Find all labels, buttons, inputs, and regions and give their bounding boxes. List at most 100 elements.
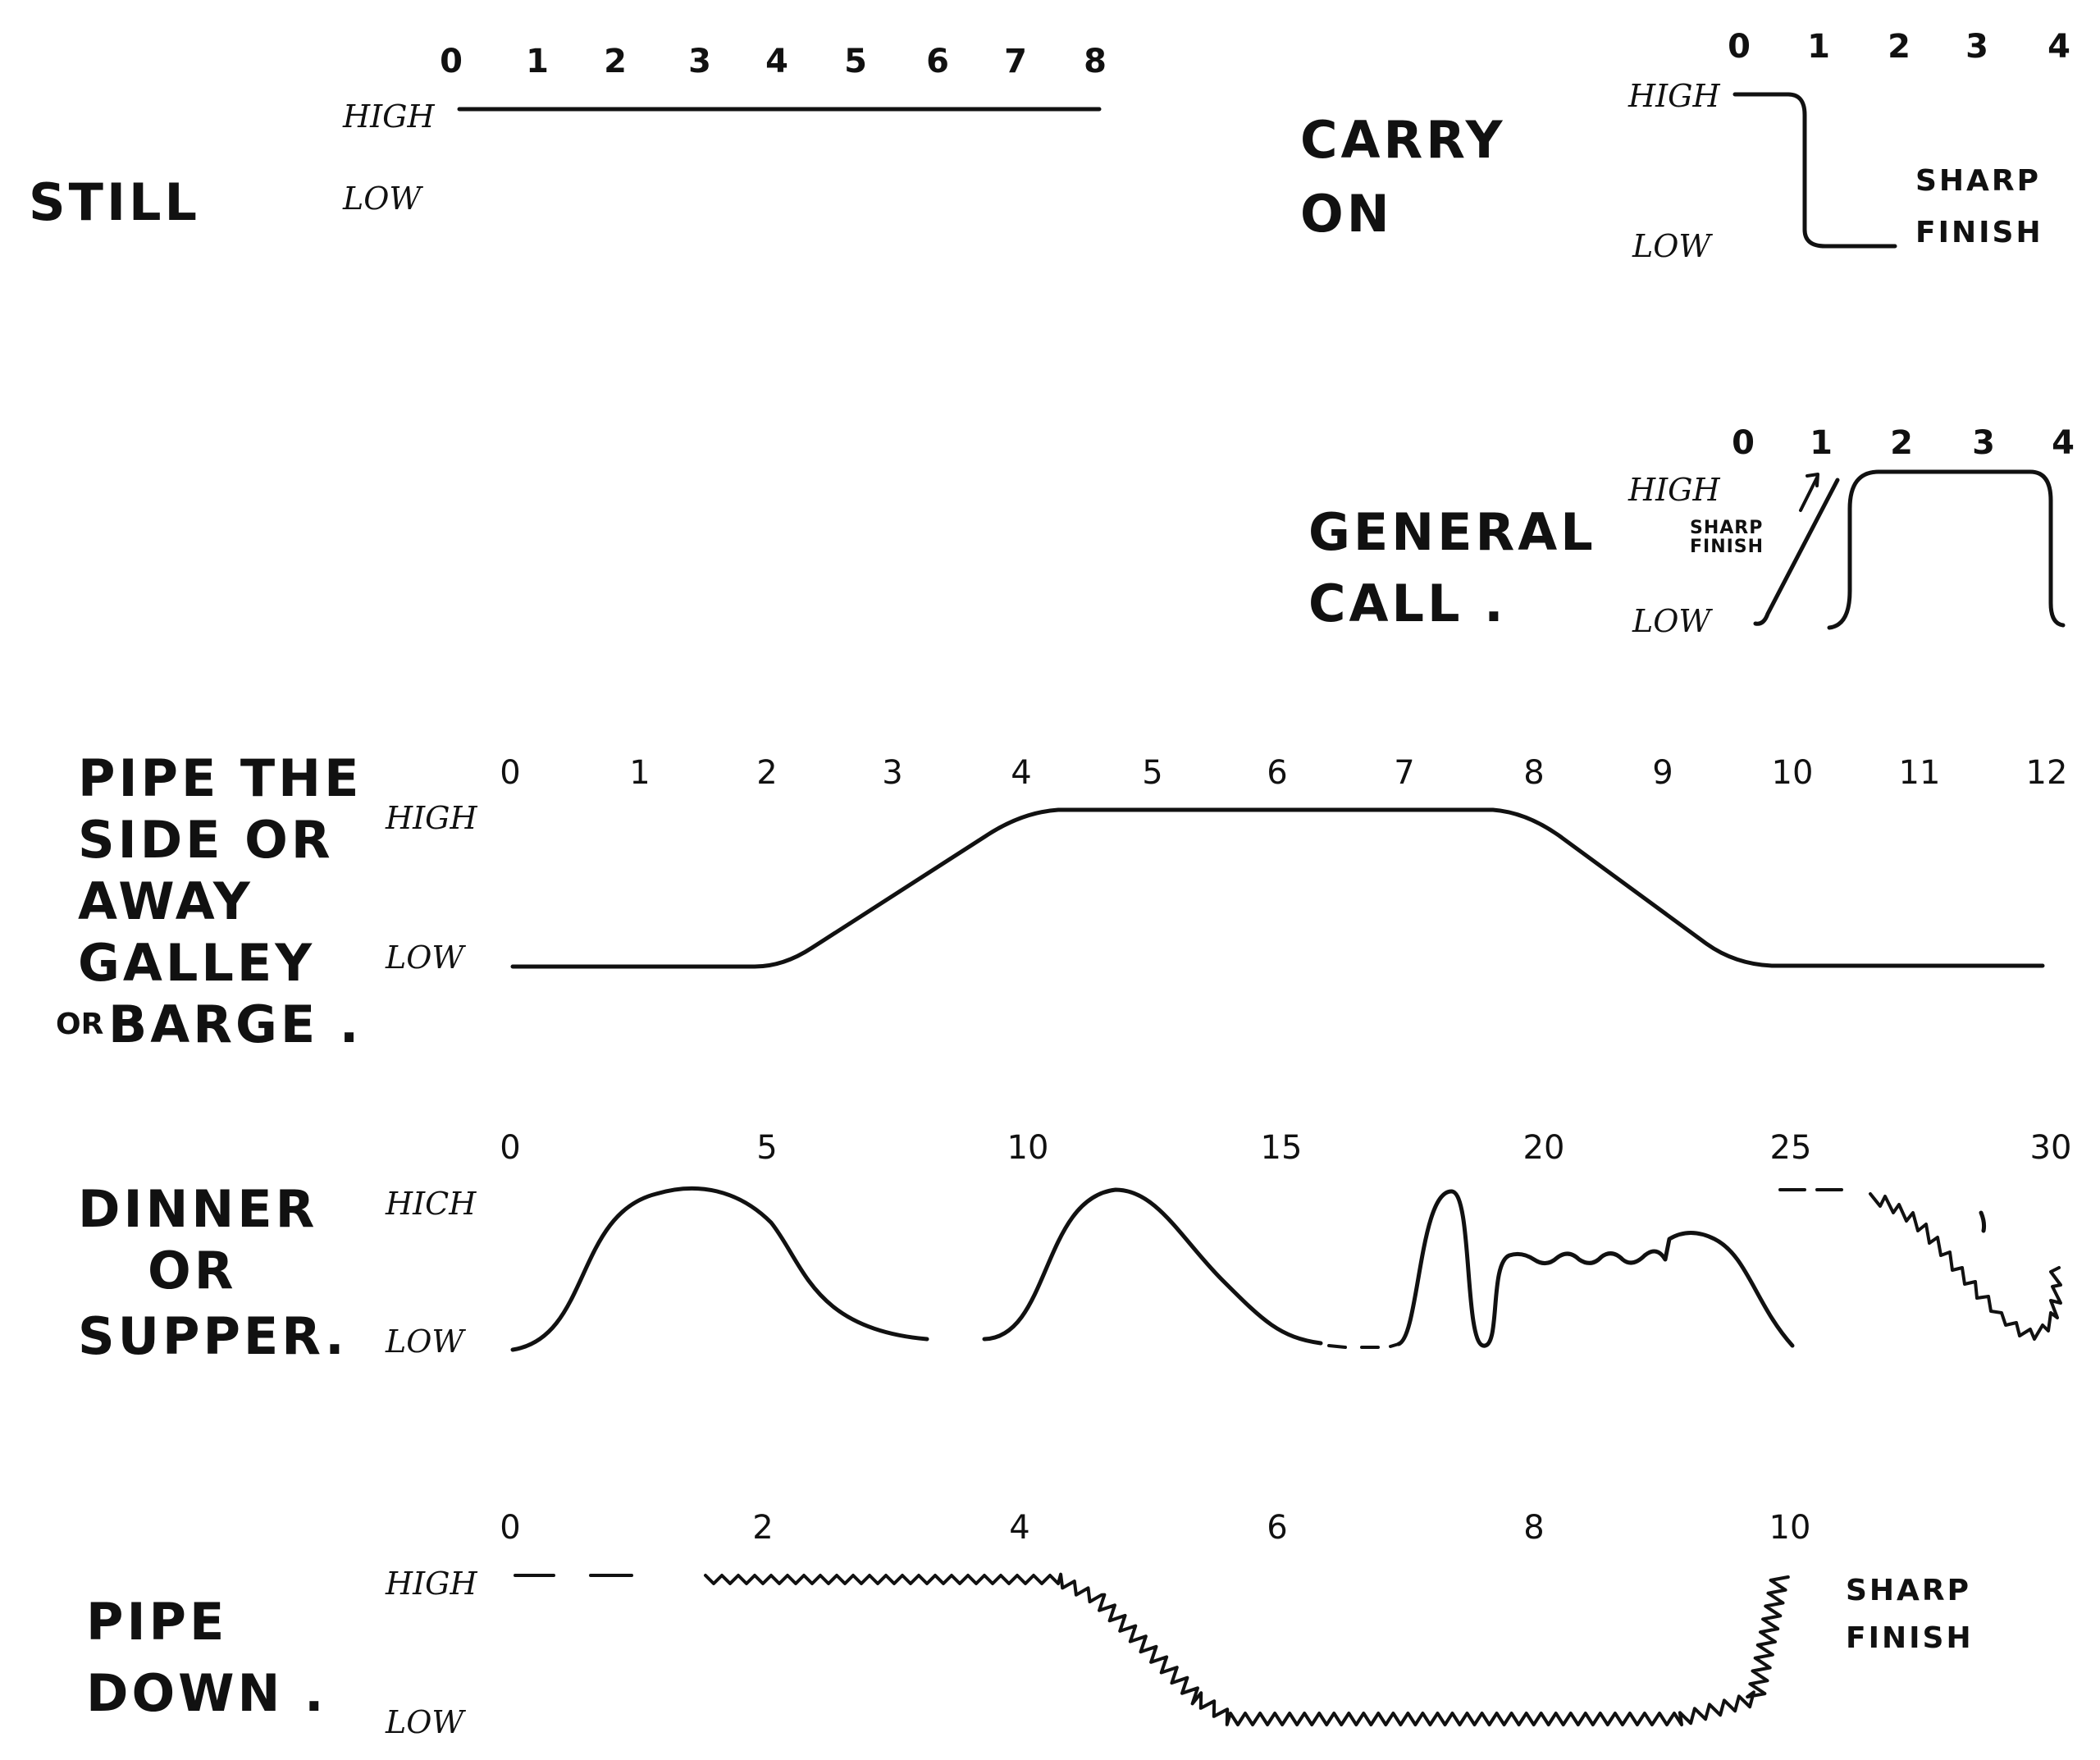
pipe-down-tick: 0	[500, 1509, 520, 1547]
pipe-the-side-title-line3: AWAY	[78, 871, 253, 931]
dinner-tick: 0	[500, 1129, 520, 1167]
general-call-pitch-curve	[1827, 469, 2066, 630]
still-tick: 1	[526, 43, 549, 80]
general-call-note-line1: SHARP	[1690, 518, 1763, 538]
carry-on-title-line1: CARRY	[1300, 110, 1505, 170]
pipe-down-pitch-curve	[704, 1572, 1790, 1726]
pipe-the-side-tick: 0	[500, 754, 520, 792]
general-call-high-label: HIGH	[1628, 472, 1721, 508]
carry-on-tick: 3	[1965, 28, 1988, 66]
dinner-dashed-connector	[1327, 1342, 1400, 1349]
pipe-the-side-tick: 3	[882, 754, 902, 792]
general-call-title-line2: CALL .	[1308, 574, 1507, 633]
pipe-the-side-tick: 7	[1394, 754, 1414, 792]
dinner-tick: 5	[756, 1129, 777, 1167]
still-tick: 7	[1004, 43, 1027, 80]
still-tick: 8	[1084, 43, 1107, 80]
dinner-tick: 10	[1007, 1129, 1049, 1167]
general-call-note-line2: FINISH	[1690, 537, 1764, 557]
carry-on-high-label: HIGH	[1628, 78, 1721, 114]
dinner-mark	[1979, 1210, 1987, 1233]
still-time-axis: 0 1 2 3 4 5 6 7 8	[440, 43, 1107, 80]
pipe-the-side-title-prefix: OR	[56, 1008, 103, 1041]
pipe-down-note-line2: FINISH	[1846, 1621, 1974, 1655]
general-call-note-arrow	[1799, 476, 1819, 512]
carry-on-pitch-curve	[1732, 92, 1897, 249]
general-call-note-arrowhead	[1806, 473, 1819, 487]
dinner-low-label: LOW	[385, 1323, 466, 1360]
general-call-tick: 1	[1810, 424, 1833, 462]
dinner-pitch-curve-part2	[982, 1187, 1323, 1346]
dinner-tick: 20	[1523, 1129, 1565, 1167]
still-call-title: STILL	[29, 172, 200, 232]
pipe-down-call-panel: PIPE DOWN . HIGH LOW 0 2 4 6 8 10 SHARP …	[86, 1509, 1974, 1740]
pipe-the-side-time-axis: 0 1 2 3 4 5 6 7 8 9 10 11 12	[500, 754, 2067, 792]
carry-on-time-axis: 0 1 2 3 4	[1728, 28, 2070, 66]
still-tick: 4	[765, 43, 788, 80]
still-call-panel: STILL HIGH LOW 0 1 2 3 4 5 6 7 8	[29, 43, 1107, 232]
pipe-the-side-tick: 8	[1523, 754, 1544, 792]
dinner-high-label: HICH	[385, 1186, 477, 1222]
still-tick: 6	[926, 43, 949, 80]
pipe-down-tick: 4	[1009, 1509, 1029, 1547]
carry-on-note-line2: FINISH	[1915, 216, 2043, 249]
pipe-the-side-tick: 11	[1899, 754, 1941, 792]
carry-on-low-label: LOW	[1632, 228, 1713, 264]
general-call-tick: 0	[1732, 424, 1755, 462]
carry-on-title-line2: ON	[1300, 184, 1393, 244]
general-call-low-label: LOW	[1632, 603, 1713, 639]
pipe-down-tick: 10	[1769, 1509, 1811, 1547]
general-call-rise-stroke	[1753, 478, 1840, 626]
pipe-the-side-tick: 9	[1652, 754, 1673, 792]
pipe-down-title-line1: PIPE	[86, 1592, 227, 1652]
dinner-title-line2: OR	[148, 1241, 236, 1301]
dinner-tick: 15	[1261, 1129, 1303, 1167]
pipe-down-time-axis: 0 2 4 6 8 10	[500, 1509, 1810, 1547]
pipe-down-tick: 8	[1523, 1509, 1544, 1547]
pipe-down-high-label: HIGH	[385, 1566, 478, 1602]
pipe-down-note-line1: SHARP	[1846, 1574, 1971, 1607]
pipe-the-side-title-line5: BARGE .	[108, 994, 362, 1054]
dinner-time-axis: 0 5 10 15 20 25 30	[500, 1129, 2071, 1167]
pipe-down-low-label: LOW	[385, 1704, 466, 1740]
pipe-the-side-title-line2: SIDE OR	[78, 810, 334, 870]
pipe-the-side-tick: 2	[756, 754, 777, 792]
dinner-warble-curve	[1869, 1192, 2062, 1341]
pipe-the-side-high-label: HIGH	[385, 800, 478, 836]
pipe-the-side-tick: 1	[629, 754, 650, 792]
pipe-the-side-tick: 6	[1267, 754, 1287, 792]
carry-on-tick: 0	[1728, 28, 1751, 66]
carry-on-tick: 1	[1807, 28, 1830, 66]
still-tick: 3	[688, 43, 711, 80]
pipe-down-tick: 2	[752, 1509, 773, 1547]
general-call-tick: 2	[1890, 424, 1913, 462]
pipe-the-side-low-label: LOW	[385, 939, 466, 976]
still-low-label: LOW	[342, 181, 423, 217]
pipe-the-side-call-panel: PIPE THE SIDE OR AWAY GALLEY OR BARGE . …	[56, 748, 2067, 1054]
dinner-title-line1: DINNER	[78, 1179, 317, 1239]
general-call-tick: 3	[1972, 424, 1995, 462]
pipe-the-side-tick: 4	[1011, 754, 1031, 792]
pipe-down-tick: 6	[1267, 1509, 1287, 1547]
carry-on-tick: 4	[2048, 28, 2070, 66]
still-tick: 2	[604, 43, 627, 80]
pipe-the-side-pitch-curve	[510, 807, 2045, 969]
carry-on-call-panel: CARRY ON HIGH LOW 0 1 2 3 4 SHARP FINISH	[1300, 28, 2070, 264]
carry-on-tick: 2	[1888, 28, 1911, 66]
pipe-the-side-tick: 5	[1142, 754, 1162, 792]
general-call-tick: 4	[2052, 424, 2075, 462]
dinner-title-line3: SUPPER.	[78, 1306, 348, 1366]
general-call-time-axis: 0 1 2 3 4	[1732, 424, 2075, 462]
pipe-the-side-title-line1: PIPE THE	[78, 748, 362, 808]
dinner-call-panel: DINNER OR SUPPER. HICH LOW 0 5 10 15 20 …	[78, 1129, 2071, 1366]
general-call-title-line1: GENERAL	[1308, 502, 1596, 562]
pipe-the-side-title-line4: GALLEY	[78, 933, 315, 993]
dinner-tick: 25	[1770, 1129, 1812, 1167]
dinner-pitch-curve-part3	[1396, 1189, 1795, 1348]
dinner-pitch-curve-part1	[510, 1186, 929, 1352]
dinner-tick: 30	[2030, 1129, 2072, 1167]
still-high-label: HIGH	[342, 98, 436, 135]
pipe-down-title-line2: DOWN .	[86, 1663, 327, 1723]
still-tick: 5	[844, 43, 867, 80]
